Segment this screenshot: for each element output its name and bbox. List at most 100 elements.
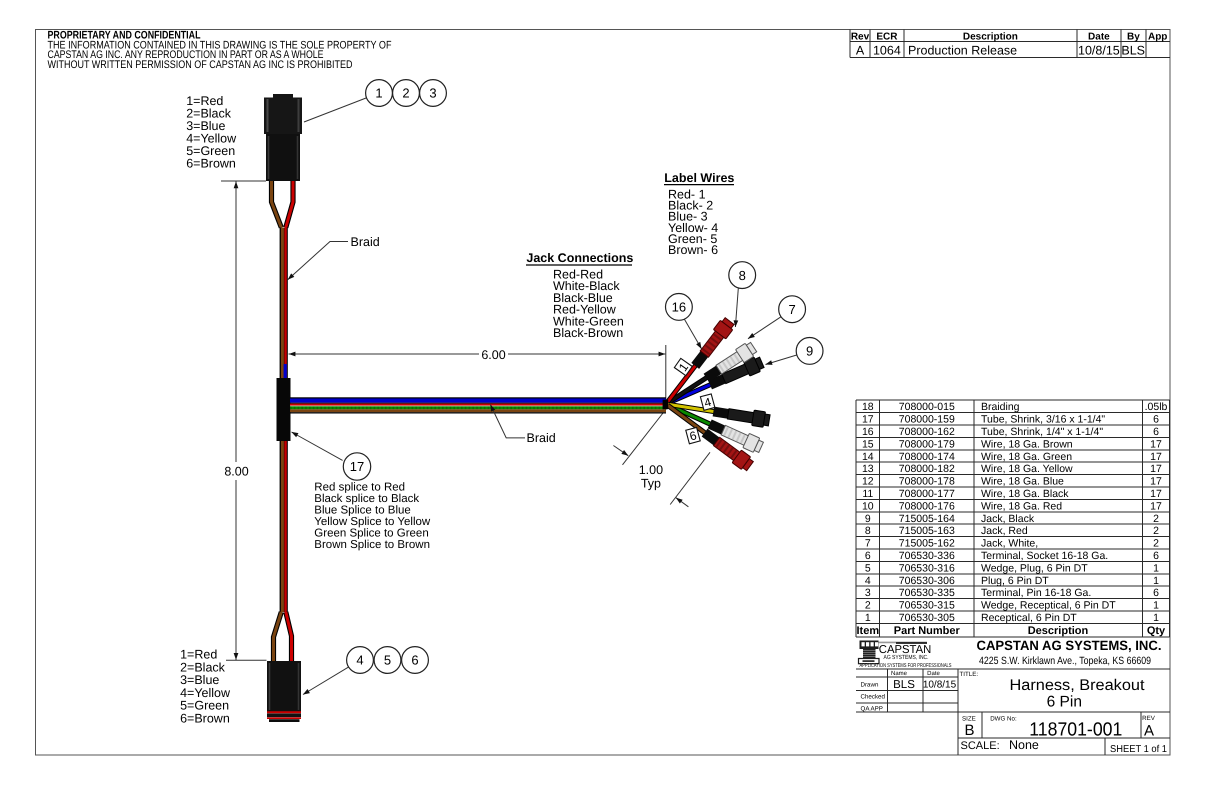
svg-text:REV: REV bbox=[1142, 715, 1156, 722]
svg-text:Red splice to Red: Red splice to Red bbox=[314, 481, 405, 493]
svg-text:706530-316: 706530-316 bbox=[899, 562, 955, 574]
svg-text:Jack Connections: Jack Connections bbox=[526, 251, 633, 265]
svg-text:Plug, 6 Pin DT: Plug, 6 Pin DT bbox=[981, 575, 1049, 587]
svg-text:Red- 1: Red- 1 bbox=[668, 187, 706, 201]
svg-text:Drawn: Drawn bbox=[861, 681, 879, 688]
svg-text:Production Release: Production Release bbox=[908, 43, 1017, 57]
svg-text:12: 12 bbox=[862, 476, 874, 488]
svg-text:Blue- 3: Blue- 3 bbox=[668, 210, 708, 224]
svg-text:708000-174: 708000-174 bbox=[899, 451, 955, 463]
svg-text:1: 1 bbox=[1153, 575, 1159, 587]
svg-text:Black splice to Black: Black splice to Black bbox=[314, 493, 419, 505]
svg-text:15: 15 bbox=[862, 438, 874, 450]
svg-text:Jack, White,: Jack, White, bbox=[981, 538, 1038, 550]
svg-text:6=Brown: 6=Brown bbox=[186, 157, 236, 171]
svg-text:Tube, Shrink, 1/4" x 1-1/4": Tube, Shrink, 1/4" x 1-1/4" bbox=[981, 426, 1103, 438]
svg-text:Yellow- 4: Yellow- 4 bbox=[668, 221, 718, 235]
svg-text:118701-001: 118701-001 bbox=[1029, 719, 1122, 740]
svg-text:DWG No:: DWG No: bbox=[990, 716, 1017, 723]
svg-text:17: 17 bbox=[1150, 500, 1162, 512]
svg-text:Red-Yellow: Red-Yellow bbox=[553, 303, 617, 317]
svg-text:2: 2 bbox=[402, 86, 409, 101]
svg-text:2=Black: 2=Black bbox=[180, 660, 226, 674]
svg-text:Green- 5: Green- 5 bbox=[668, 232, 717, 246]
svg-text:BLS: BLS bbox=[1121, 43, 1145, 57]
svg-text:Rev: Rev bbox=[851, 31, 870, 42]
svg-text:5=Green: 5=Green bbox=[180, 699, 229, 713]
svg-text:Harness, Breakout: Harness, Breakout bbox=[1010, 677, 1146, 694]
svg-text:Wire, 18 Ga. Green: Wire, 18 Ga. Green bbox=[981, 451, 1072, 463]
svg-text:Description: Description bbox=[1028, 625, 1089, 637]
svg-text:Braid: Braid bbox=[527, 431, 556, 445]
svg-text:10/8/15: 10/8/15 bbox=[1078, 43, 1120, 57]
svg-text:2=Black: 2=Black bbox=[186, 107, 232, 121]
svg-text:WITHOUT WRITTEN PERMISSION OF: WITHOUT WRITTEN PERMISSION OF CAPSTAN AG… bbox=[48, 59, 353, 71]
svg-text:6: 6 bbox=[411, 653, 418, 668]
svg-text:Tube, Shrink, 3/16 x 1-1/4": Tube, Shrink, 3/16 x 1-1/4" bbox=[981, 414, 1105, 426]
svg-text:5: 5 bbox=[384, 653, 391, 668]
svg-text:1: 1 bbox=[375, 86, 382, 101]
svg-text:1: 1 bbox=[1153, 600, 1159, 612]
svg-text:17: 17 bbox=[1150, 476, 1162, 488]
svg-text:Terminal, Pin 16-18 Ga.: Terminal, Pin 16-18 Ga. bbox=[981, 587, 1091, 599]
svg-text:708000-162: 708000-162 bbox=[899, 426, 955, 438]
svg-text:Brown- 6: Brown- 6 bbox=[668, 243, 718, 257]
svg-text:715005-163: 715005-163 bbox=[899, 525, 955, 537]
svg-text:1.00: 1.00 bbox=[639, 463, 663, 477]
svg-text:Wedge, Plug, 6 Pin DT: Wedge, Plug, 6 Pin DT bbox=[981, 562, 1088, 574]
svg-text:2: 2 bbox=[1153, 513, 1159, 525]
svg-text:Black-Brown: Black-Brown bbox=[553, 326, 623, 340]
svg-text:1=Red: 1=Red bbox=[180, 648, 217, 662]
svg-text:Yellow Splice to Yellow: Yellow Splice to Yellow bbox=[314, 516, 431, 528]
svg-text:Item: Item bbox=[856, 625, 879, 637]
svg-text:708000-178: 708000-178 bbox=[899, 476, 955, 488]
svg-text:1=Red: 1=Red bbox=[186, 94, 223, 108]
svg-text:708000-177: 708000-177 bbox=[899, 488, 955, 500]
svg-text:706530-306: 706530-306 bbox=[899, 575, 955, 587]
svg-text:11: 11 bbox=[862, 488, 873, 500]
svg-text:Jack, Black: Jack, Black bbox=[981, 513, 1035, 525]
svg-text:Black-Blue: Black-Blue bbox=[553, 291, 613, 305]
svg-text:706530-315: 706530-315 bbox=[899, 600, 955, 612]
svg-text:APPLICATION SYSTEMS FOR PROFES: APPLICATION SYSTEMS FOR PROFESSIONALS bbox=[860, 663, 952, 669]
svg-text:1: 1 bbox=[865, 612, 871, 624]
svg-text:10: 10 bbox=[862, 500, 874, 512]
svg-text:6: 6 bbox=[865, 550, 871, 562]
svg-text:1: 1 bbox=[1153, 562, 1159, 574]
svg-text:Date: Date bbox=[1088, 31, 1110, 42]
svg-text:10/8/15: 10/8/15 bbox=[923, 679, 957, 690]
svg-text:4: 4 bbox=[703, 395, 713, 410]
svg-text:Brown Splice to Brown: Brown Splice to Brown bbox=[314, 539, 430, 551]
svg-text:6: 6 bbox=[1153, 587, 1159, 599]
svg-text:5: 5 bbox=[865, 562, 871, 574]
svg-text:16: 16 bbox=[672, 300, 686, 315]
svg-text:7: 7 bbox=[865, 538, 871, 550]
svg-text:6: 6 bbox=[688, 428, 698, 443]
svg-text:2: 2 bbox=[1153, 538, 1159, 550]
svg-text:16: 16 bbox=[862, 426, 874, 438]
svg-text:3=Blue: 3=Blue bbox=[180, 673, 219, 687]
svg-text:Date: Date bbox=[927, 670, 940, 677]
svg-text:White-Black: White-Black bbox=[553, 279, 620, 293]
svg-text:7: 7 bbox=[788, 302, 795, 317]
svg-text:3: 3 bbox=[429, 86, 436, 101]
svg-text:Name: Name bbox=[891, 670, 908, 677]
svg-text:5=Green: 5=Green bbox=[186, 144, 235, 158]
svg-text:706530-305: 706530-305 bbox=[899, 612, 955, 624]
svg-text:708000-179: 708000-179 bbox=[899, 438, 955, 450]
svg-text:6.00: 6.00 bbox=[481, 348, 505, 362]
svg-text:Wire, 18 Ga. Red: Wire, 18 Ga. Red bbox=[981, 500, 1062, 512]
svg-text:QA APP: QA APP bbox=[861, 705, 883, 712]
svg-text:A: A bbox=[1144, 722, 1154, 739]
svg-text:Checked: Checked bbox=[861, 694, 886, 701]
svg-text:Blue Splice to Blue: Blue Splice to Blue bbox=[314, 505, 411, 517]
svg-text:Red-Red: Red-Red bbox=[553, 267, 603, 281]
svg-text:9: 9 bbox=[806, 344, 813, 359]
svg-text:White-Green: White-Green bbox=[553, 314, 624, 328]
svg-text:9: 9 bbox=[865, 513, 871, 525]
svg-text:706530-335: 706530-335 bbox=[899, 587, 955, 599]
svg-text:6: 6 bbox=[1153, 426, 1159, 438]
svg-text:SHEET 1 of 1: SHEET 1 of 1 bbox=[1110, 744, 1167, 755]
svg-text:.05lb: .05lb bbox=[1145, 401, 1168, 413]
svg-text:4225 S.W. Kirklawn Ave., Topek: 4225 S.W. Kirklawn Ave., Topeka, KS 6660… bbox=[979, 655, 1151, 667]
